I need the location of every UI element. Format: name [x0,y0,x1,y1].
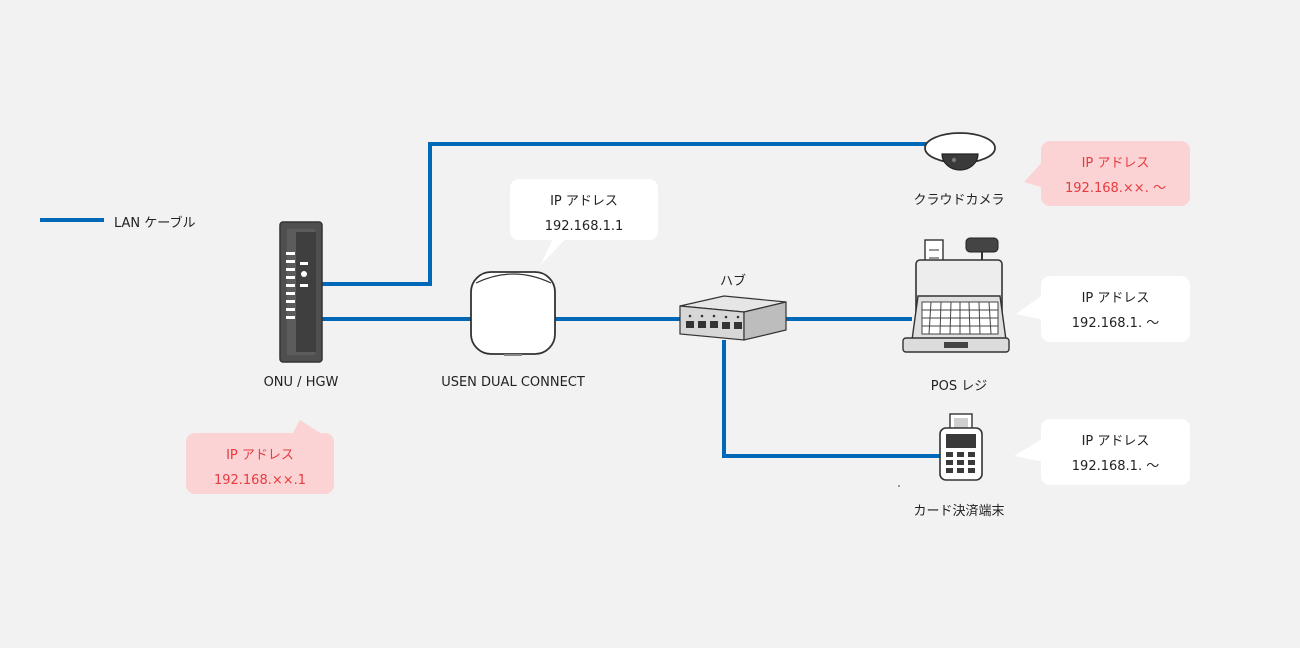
pos-ip-bubble: IP アドレス 192.168.1. ～ [1041,276,1190,342]
onu-ip-value: 192.168.××.1 [213,473,307,488]
camera-ip-title: IP アドレス [1081,156,1150,171]
card-ip-bubble: IP アドレス 192.168.1. ～ [1041,419,1190,485]
usen-ip-value: 192.168.1.1 [544,219,624,234]
legend-label: LAN ケーブル [114,216,196,231]
cloud-camera-label: クラウドカメラ [913,193,1005,208]
hub-label: ハブ [719,274,746,289]
hub-icon [679,295,787,341]
usen-ip-bubble: IP アドレス 192.168.1.1 [510,179,658,240]
card-ip-bubble-tail [1014,438,1044,462]
card-terminal-icon [939,413,983,481]
usen-ip-title: IP アドレス [550,194,618,209]
usen-dual-connect-icon [470,271,556,356]
card-terminal-label: カード決済端末 [913,504,1005,519]
cable-onu-camera [316,142,930,286]
stray-dot [898,485,900,487]
pos-ip-value: 192.168.1. ～ [1071,316,1160,331]
onu-ip-title: IP アドレス [226,448,294,463]
pos-register-label: POS レジ [930,379,988,394]
camera-ip-bubble-tail [1024,160,1044,188]
card-ip-value: 192.168.1. ～ [1071,459,1160,474]
camera-ip-bubble: IP アドレス 192.168.××. ～ [1041,141,1190,206]
onu-ip-bubble: IP アドレス 192.168.××.1 [186,433,334,494]
pos-ip-bubble-tail [1016,294,1044,320]
pos-ip-title: IP アドレス [1081,291,1150,306]
pos-register-icon [902,237,1010,353]
camera-ip-value: 192.168.××. ～ [1065,181,1166,196]
cable-hub-card [722,340,940,458]
card-ip-title: IP アドレス [1081,434,1150,449]
onu-hgw-label: ONU / HGW [263,375,339,390]
cloud-camera-icon [924,132,996,171]
usen-ip-bubble-tail [540,232,572,266]
onu-hgw-icon [279,221,323,363]
usen-dual-connect-label: USEN DUAL CONNECT [441,375,585,390]
